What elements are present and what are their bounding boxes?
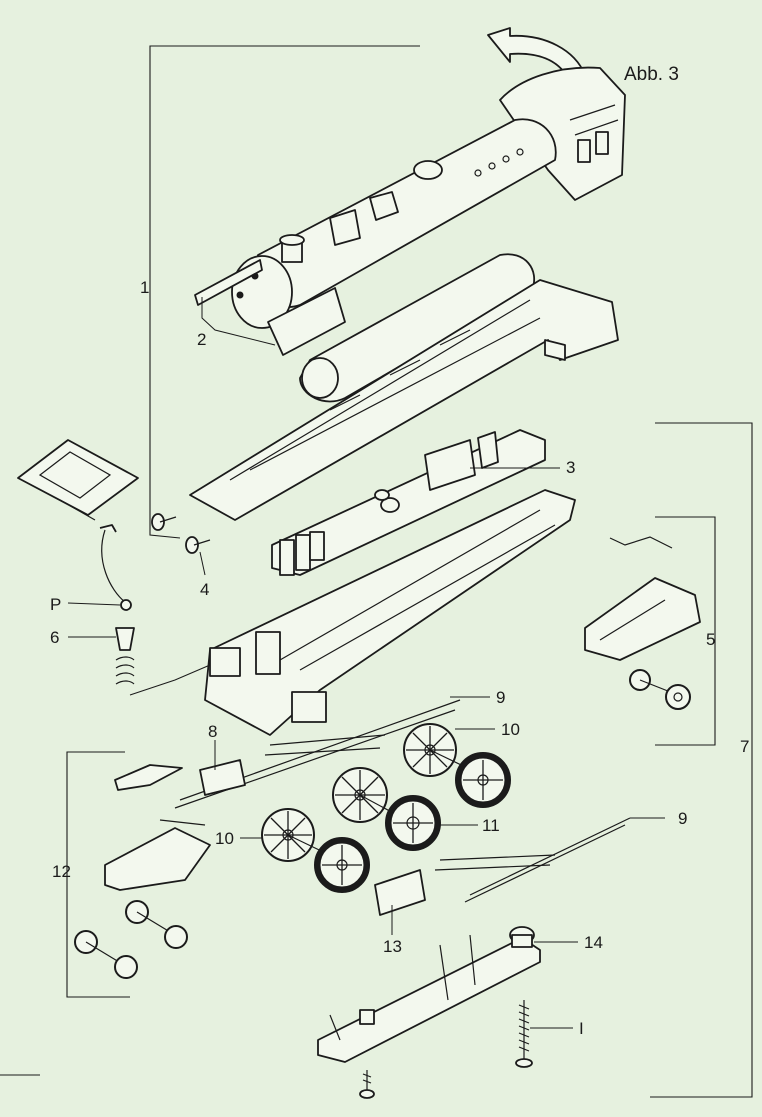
bottom-base-plate [317,926,541,1063]
screw-long-part-I [515,1000,533,1068]
screws-part-4 [151,513,211,554]
bracket-group-5 [655,516,716,746]
label-3: 3 [566,458,575,477]
label-13: 13 [383,937,402,956]
leading-truck-part-12 [74,764,211,979]
contact-wire-and-spring-part-6 [99,524,135,685]
label-10-left: 10 [215,829,234,848]
label-12: 12 [52,862,71,881]
label-P: P [50,595,61,614]
drive-wheel [314,837,370,893]
trailing-wheelset [629,669,691,710]
label-10-right: 10 [501,720,520,739]
part-labels: Abb. 3 1 2 3 4 P 6 5 7 9 10 8 10 11 9 12… [50,64,749,1038]
bracket-group-7 [650,422,753,1098]
side-rods-right-part-13 [374,817,631,916]
label-1: 1 [140,278,149,297]
label-14: 14 [584,933,603,952]
trailing-truck-part-5 [584,536,701,710]
figure-title: Abb. 3 [624,64,679,85]
label-11: 11 [482,816,500,835]
label-4: 4 [200,580,209,599]
boiler-body-shell [194,66,626,356]
screw-bottom [359,1070,375,1099]
lower-side-frame [204,489,576,736]
cab-floor-plate [17,439,139,521]
drive-wheel [455,752,511,808]
bracket-group-1 [149,45,420,539]
label-9-top: 9 [496,688,505,707]
label-2: 2 [197,330,206,349]
side-rods-left-part-8 [174,699,461,809]
leading-wheelset [74,900,188,979]
label-6: 6 [50,628,59,647]
motor-frame-part-3 [271,429,546,576]
bracket-group-12 [66,751,130,998]
label-7: 7 [740,737,749,756]
label-I: I [579,1019,584,1038]
label-9-right: 9 [678,809,687,828]
upper-chassis-frame [189,279,619,521]
leader-lines [0,297,665,1076]
label-8: 8 [208,722,217,741]
label-5: 5 [706,630,715,649]
driving-wheels-part-10-11 [261,723,511,893]
drive-wheel [385,795,441,851]
